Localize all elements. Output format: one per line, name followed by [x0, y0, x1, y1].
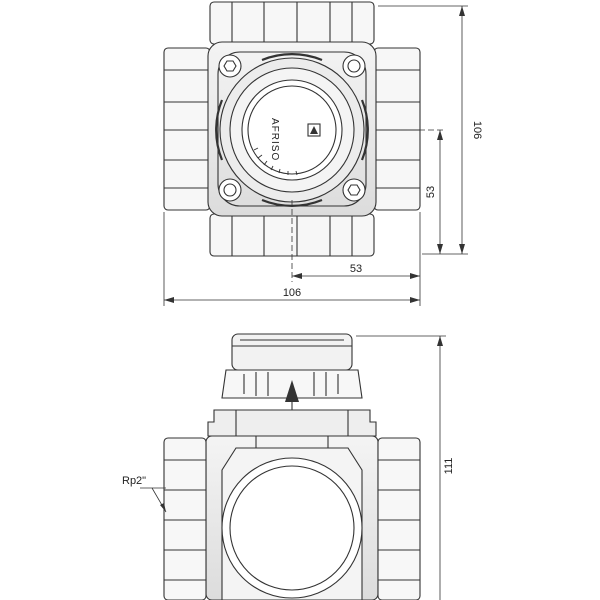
top-view-scale [253, 147, 298, 176]
dim-top-offset-vertical: 53 [425, 186, 437, 198]
dim-side-height: 111 [443, 458, 455, 475]
brand-label: AFRISO [269, 118, 280, 161]
top-view-port-top [209, 1, 375, 45]
side-view-port-left [163, 437, 207, 600]
side-view [163, 333, 421, 600]
side-view-port-right [377, 437, 421, 600]
dim-top-width: 106 [283, 287, 301, 299]
top-view [163, 1, 421, 257]
side-view-flange [207, 409, 377, 437]
top-view-port-left [163, 47, 211, 211]
thread-label: Rp2" [122, 475, 146, 487]
top-view-dimensions [163, 5, 468, 306]
dim-top-offset-horizontal: 53 [350, 263, 362, 275]
top-view-bolts [218, 54, 366, 202]
side-view-dimensions [140, 335, 446, 600]
dim-top-height: 106 [471, 121, 483, 139]
top-view-port-right [373, 47, 421, 211]
top-view-port-bottom [209, 213, 375, 257]
side-view-actuator [221, 333, 363, 410]
